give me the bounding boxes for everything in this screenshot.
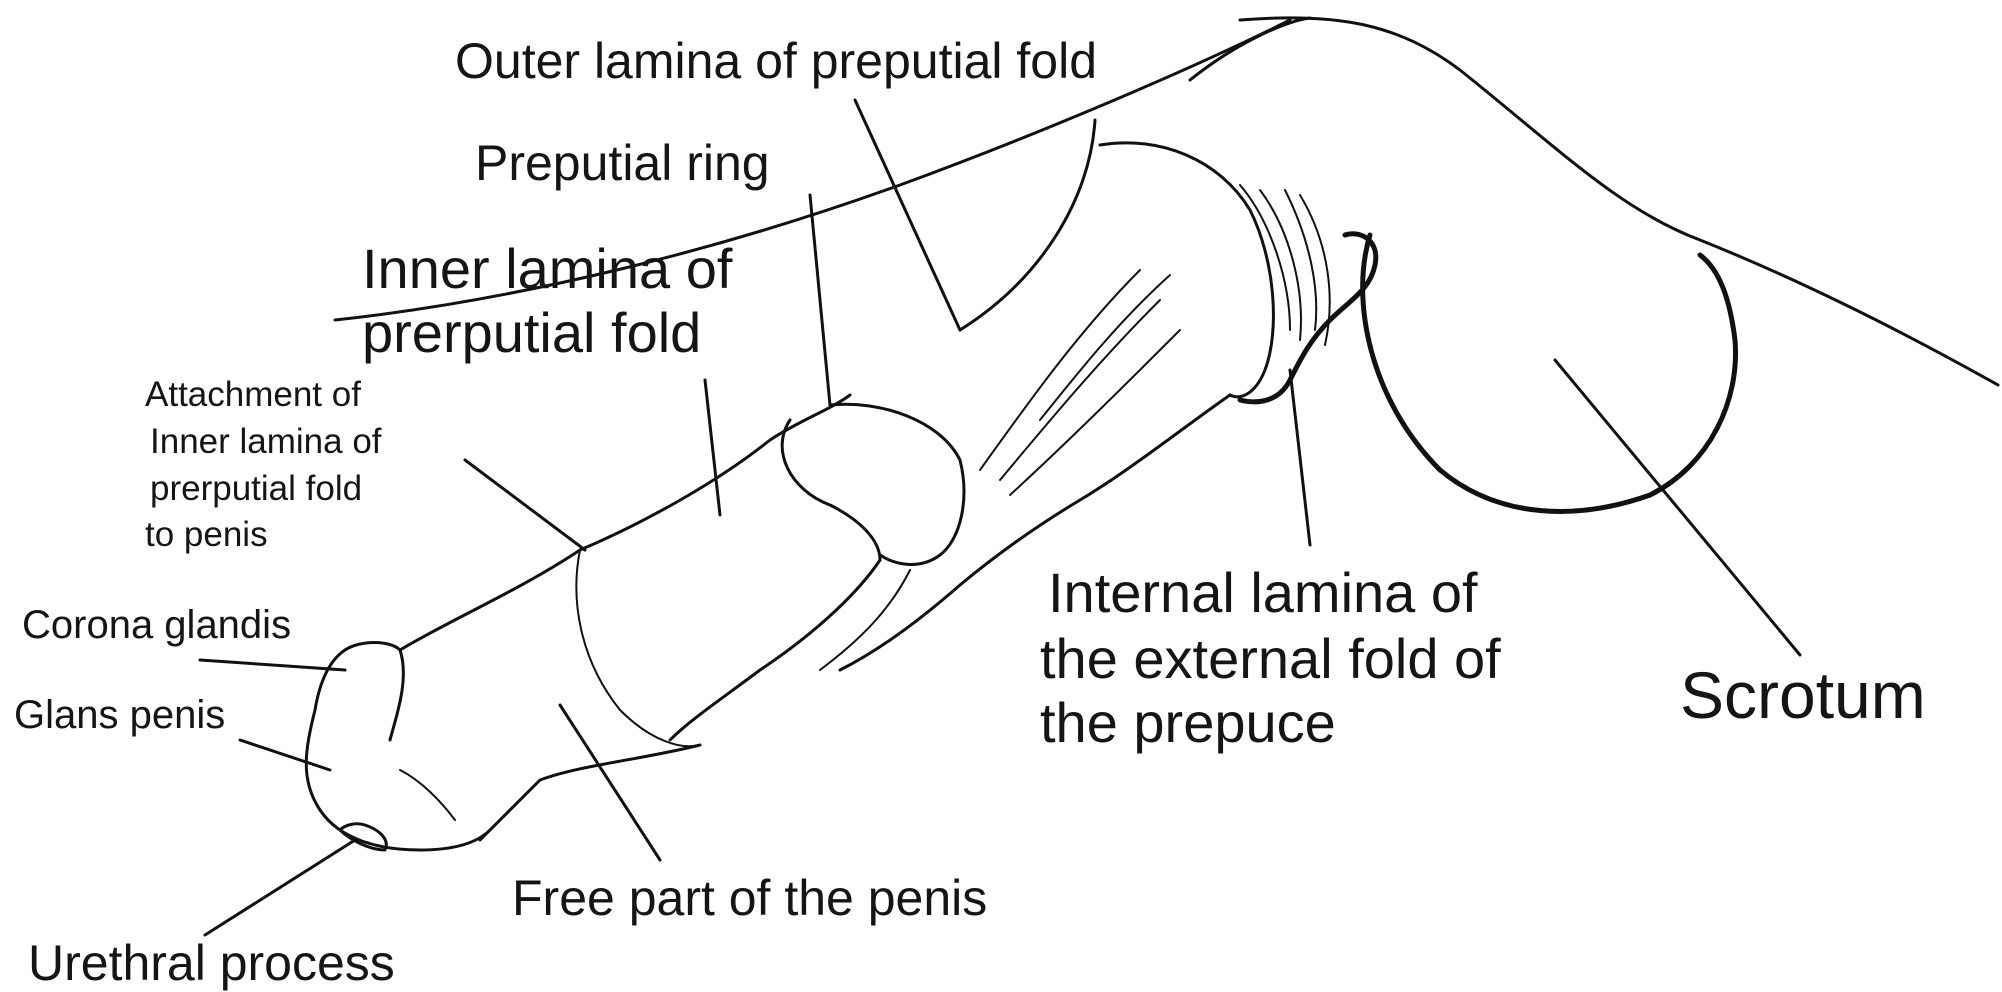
free-part-lower-outline [480,745,700,840]
label-scrotum: Scrotum [1680,658,1926,732]
label-inner-lamina-line1: Inner lamina of [362,237,733,300]
leader-lines [200,100,1800,935]
sheath-top-curve [1190,18,1310,80]
abdomen-outline [1240,18,1998,385]
striation-4 [1040,275,1170,420]
label-attachment-line4: to penis [145,515,268,554]
leader-outer-lamina [855,100,960,330]
free-part-cylinder-boundary [576,550,700,746]
leader-inner-lamina [705,380,720,515]
label-internal-lamina-line3: the prepuce [1040,691,1336,754]
leader-glans [240,740,330,770]
leader-corona [200,660,345,670]
label-attachment-line1: Attachment of [145,375,361,414]
label-free-part: Free part of the penis [512,870,987,926]
labels: Outer lamina of preputial fold Preputial… [14,33,1926,991]
label-urethral-process: Urethral process [28,935,395,991]
label-glans-penis: Glans penis [14,693,225,737]
leader-urethral [205,840,355,935]
prepuce-cylinder-top [1100,143,1273,397]
label-attachment-line2: Inner lamina of [150,422,382,461]
glans-outline [306,650,490,850]
glans-inner-curve [400,770,455,820]
leader-preputial-ring [810,195,830,405]
outer-fold-curve [960,120,1095,330]
leader-internal-lamina [1290,370,1310,545]
label-attachment-line3: prerputial fold [150,469,362,508]
scrotum-outline [1363,235,1736,511]
preputial-ring-left [782,420,880,560]
inner-lamina-lower-outline [670,560,880,740]
label-internal-lamina-line1: Internal lamina of [1048,561,1478,624]
label-preputial-ring: Preputial ring [475,135,770,191]
corona-outline [345,643,403,741]
striation-1 [980,270,1140,470]
striation-2 [1000,300,1160,480]
preputial-ring-right [830,404,964,564]
free-part-upper-outline [400,550,580,650]
label-inner-lamina-line2: prerputial fold [362,301,701,364]
leader-attachment [465,460,585,550]
leader-free-part [560,705,660,860]
striation-3 [1010,330,1180,495]
label-outer-lamina: Outer lamina of preputial fold [455,33,1097,89]
label-internal-lamina-line2: the external fold of [1040,627,1501,690]
label-corona-glandis: Corona glandis [22,603,291,647]
